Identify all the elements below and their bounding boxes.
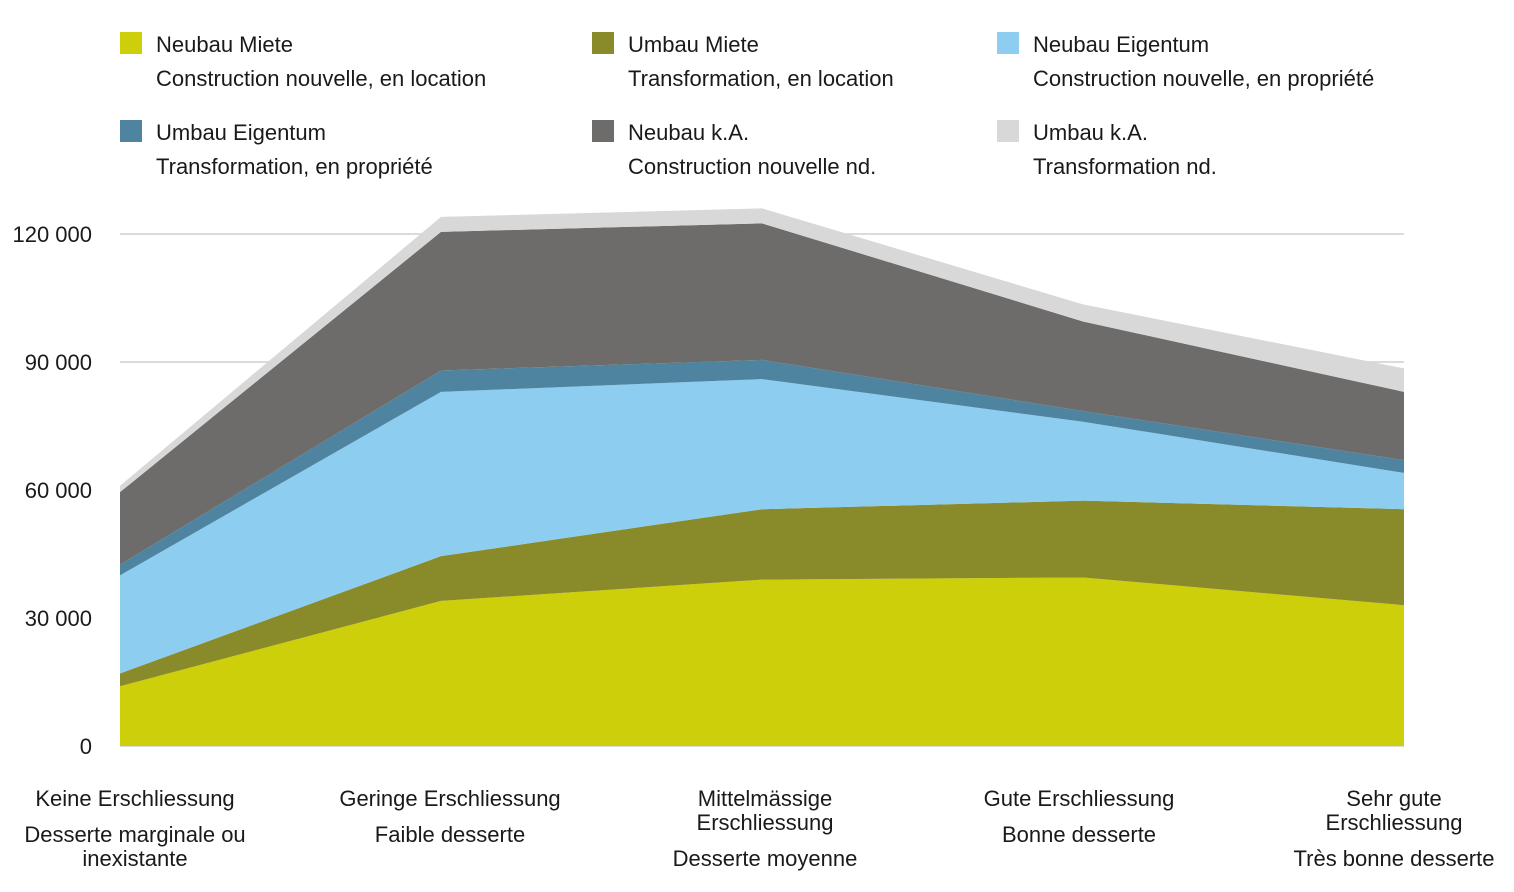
x-category-label-de: Geringe Erschliessung	[339, 786, 561, 811]
x-category-label-fr: Desserte marginale ou inexistante	[24, 822, 246, 871]
x-category-label-fr: Bonne desserte	[1001, 822, 1157, 847]
area-umbau-eigentum	[120, 359, 1404, 576]
legend-label-de: Neubau k.A.	[628, 120, 750, 145]
legend-swatch	[592, 120, 614, 142]
y-tick-label: 30 000	[25, 606, 92, 631]
x-category-label-fr: Desserte moyenne	[672, 846, 858, 871]
area-neubau-k-a	[120, 223, 1404, 565]
legend-label-de: Umbau Miete	[628, 32, 759, 57]
x-category-label-de: Mittelmässige Erschliessung	[696, 786, 834, 835]
area-umbau-miete	[120, 500, 1404, 687]
legend-label-fr: Transformation nd.	[1033, 154, 1217, 179]
y-axis-tick-labels: 0 30 000 60 000 90 000 120 000	[12, 222, 92, 759]
area-series	[120, 208, 1404, 746]
legend-swatch	[997, 120, 1019, 142]
x-category-label-fr: Très bonne desserte	[1293, 846, 1495, 871]
legend-swatch	[120, 120, 142, 142]
y-tick-label: 90 000	[25, 350, 92, 375]
y-tick-label: 60 000	[25, 478, 92, 503]
legend-swatch	[120, 32, 142, 54]
x-category-label: Geringe Erschliessung Faible desserte	[300, 787, 600, 847]
x-category-label: Mittelmässige Erschliessung Desserte moy…	[615, 787, 915, 871]
x-category-label-de: Gute Erschliessung	[983, 786, 1175, 811]
legend-label-de: Neubau Miete	[156, 32, 293, 57]
legend-label-fr: Transformation, en location	[628, 66, 894, 91]
area-neubau-miete	[120, 577, 1404, 746]
legend-swatch	[592, 32, 614, 54]
y-tick-label: 0	[80, 734, 92, 759]
x-category-label: Gute Erschliessung Bonne desserte	[929, 787, 1229, 847]
legend-label-de: Umbau Eigentum	[156, 120, 326, 145]
legend-label-fr: Construction nouvelle, en location	[156, 66, 487, 91]
x-category-label: Sehr gute Erschliessung Très bonne desse…	[1244, 787, 1514, 871]
legend-label-de: Neubau Eigentum	[1033, 32, 1210, 57]
legend: Neubau Miete Construction nouvelle, en l…	[0, 0, 1514, 190]
legend-label-fr: Transformation, en propriété	[156, 154, 433, 179]
x-category-label: Keine Erschliessung Desserte marginale o…	[0, 787, 285, 871]
x-category-label-fr: Faible desserte	[374, 822, 526, 847]
x-category-label-de: Sehr gute Erschliessung	[1325, 786, 1463, 835]
x-category-label-de: Keine Erschliessung	[35, 786, 235, 811]
area-neubau-eigentum	[120, 379, 1404, 674]
legend-label-fr: Construction nouvelle, en propriété	[1033, 66, 1375, 91]
legend-label-fr: Construction nouvelle nd.	[628, 154, 877, 179]
y-tick-label: 120 000	[12, 222, 92, 247]
legend-swatch	[997, 32, 1019, 54]
legend-label-de: Umbau k.A.	[1033, 120, 1148, 145]
